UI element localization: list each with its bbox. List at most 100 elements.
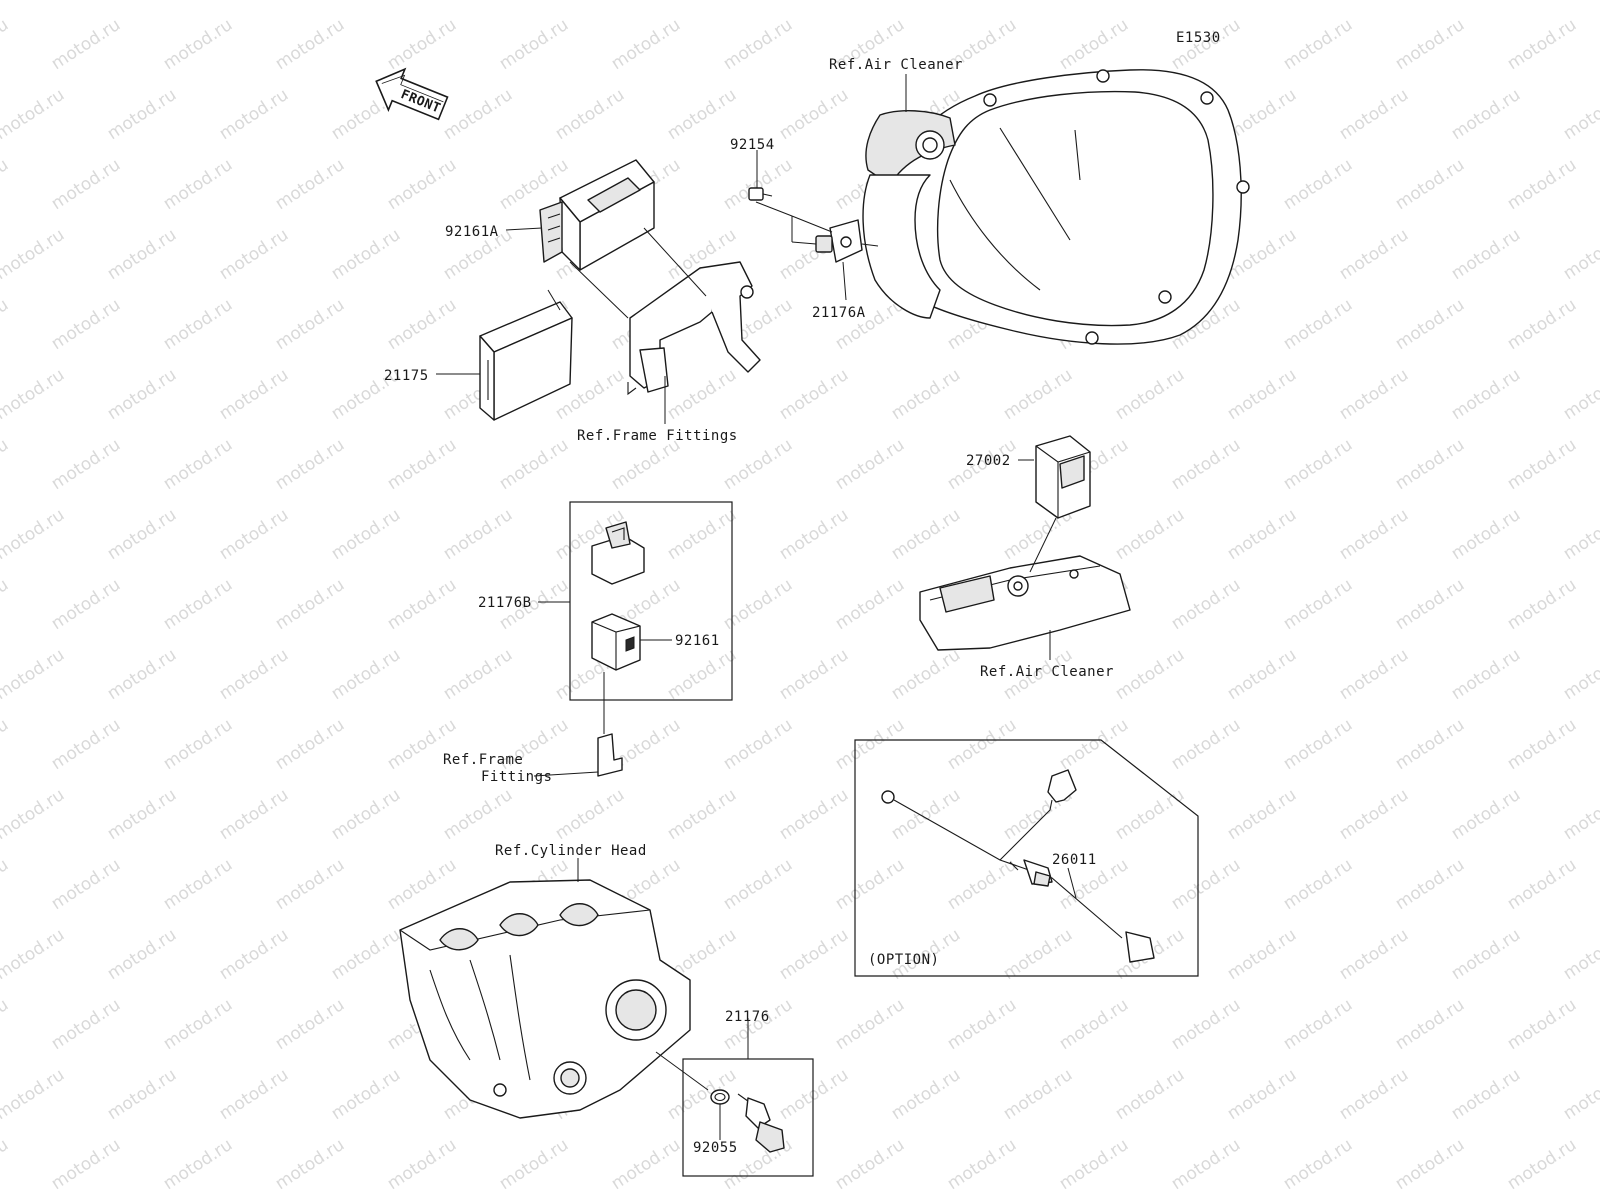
watermark-text: motod.ru (1392, 155, 1468, 214)
watermark-text: motod.ru (608, 1135, 684, 1194)
watermark-text: motod.ru (48, 855, 124, 914)
watermark-text: motod.ru (1280, 855, 1356, 914)
watermark-text: motod.ru (328, 785, 404, 844)
watermark-text: motod.ru (328, 0, 404, 4)
watermark-text: motod.ru (160, 155, 236, 214)
watermark-text: motod.ru (1224, 0, 1300, 4)
watermark-text: motod.ru (1392, 1135, 1468, 1194)
watermark-text: motod.ru (552, 85, 628, 144)
watermark-text: motod.ru (1280, 15, 1356, 74)
watermark-text: motod.ru (104, 0, 180, 4)
detail-box-21176B (569, 501, 733, 701)
label-21176B: 21176B (478, 595, 532, 611)
watermark-text: motod.ru (1392, 995, 1468, 1054)
watermark-text: motod.ru (216, 645, 292, 704)
watermark-text: motod.ru (1112, 1065, 1188, 1124)
watermark-text: motod.ru (888, 365, 964, 424)
watermark-text: motod.ru (1392, 715, 1468, 774)
frame-fitting-clip (597, 733, 623, 777)
label-ref-frame-fittings-mid-1: Ref.Frame (443, 752, 523, 768)
watermark-text: motod.ru (1504, 995, 1580, 1054)
watermark-text: motod.ru (1224, 505, 1300, 564)
watermark-text: motod.ru (1448, 925, 1524, 984)
watermark-text: motod.ru (0, 575, 12, 634)
temp-sensor-21176 (737, 1093, 785, 1153)
watermark-text: motod.ru (328, 225, 404, 284)
label-21175: 21175 (384, 368, 429, 384)
leader-lines (436, 74, 1077, 1140)
watermark-text: motod.ru (440, 85, 516, 144)
cylinder-head (399, 879, 691, 1119)
watermark-text: motod.ru (0, 365, 68, 424)
watermark-text: motod.ru (1392, 15, 1468, 74)
watermark-text: motod.ru (0, 505, 68, 564)
watermark-text: motod.ru (48, 155, 124, 214)
watermark-text: motod.ru (104, 785, 180, 844)
watermark-text: motod.ru (664, 785, 740, 844)
watermark-text: motod.ru (1560, 365, 1600, 424)
watermark-text: motod.ru (776, 785, 852, 844)
watermark-text: motod.ru (944, 855, 1020, 914)
watermark-text: motod.ru (1336, 505, 1412, 564)
watermark-text: motod.ru (888, 1065, 964, 1124)
watermark-text: motod.ru (776, 1065, 852, 1124)
watermark-text: motod.ru (1056, 1135, 1132, 1194)
watermark-text: motod.ru (160, 855, 236, 914)
housing-bolt-holes (983, 69, 1250, 345)
label-92055: 92055 (693, 1140, 738, 1156)
watermark-text: motod.ru (0, 855, 12, 914)
label-21176: 21176 (725, 1009, 770, 1025)
watermark-text: motod.ru (328, 1065, 404, 1124)
watermark-text: motod.ru (496, 435, 572, 494)
watermark-text: motod.ru (1504, 295, 1580, 354)
watermark-text: motod.ru (776, 505, 852, 564)
watermark-text: motod.ru (1280, 435, 1356, 494)
watermark-text: motod.ru (384, 435, 460, 494)
watermark-text: motod.ru (272, 155, 348, 214)
watermark-text: motod.ru (104, 85, 180, 144)
watermark-text: motod.ru (1448, 365, 1524, 424)
watermark-text: motod.ru (216, 0, 292, 4)
watermark-text: motod.ru (384, 295, 460, 354)
screw-92154 (748, 187, 773, 201)
watermark-text: motod.ru (1112, 505, 1188, 564)
watermark-text: motod.ru (384, 155, 460, 214)
watermark-text: motod.ru (832, 715, 908, 774)
watermark-text: motod.ru (1280, 295, 1356, 354)
watermark-text: motod.ru (1336, 1065, 1412, 1124)
watermark-text: motod.ru (1224, 925, 1300, 984)
watermark-text: motod.ru (160, 15, 236, 74)
watermark-text: motod.ru (1056, 715, 1132, 774)
watermark-text: motod.ru (328, 925, 404, 984)
watermark-text: motod.ru (1336, 85, 1412, 144)
label-92154: 92154 (730, 137, 775, 153)
watermark-text: motod.ru (1392, 295, 1468, 354)
watermark-text: motod.ru (440, 505, 516, 564)
watermark-text: motod.ru (48, 1135, 124, 1194)
watermark-text: motod.ru (664, 645, 740, 704)
watermark-text: motod.ru (272, 295, 348, 354)
connector-92161 (591, 613, 641, 671)
watermark-text: motod.ru (104, 645, 180, 704)
watermark-text: motod.ru (0, 995, 12, 1054)
connector-21176B (591, 521, 645, 585)
watermark-text: motod.ru (160, 1135, 236, 1194)
watermark-text: motod.ru (776, 85, 852, 144)
watermark-text: motod.ru (384, 15, 460, 74)
watermark-text: motod.ru (1112, 785, 1188, 844)
watermark-text: motod.ru (1280, 155, 1356, 214)
watermark-text: motod.ru (832, 575, 908, 634)
watermark-text: motod.ru (384, 855, 460, 914)
watermark-text: motod.ru (1560, 505, 1600, 564)
watermark-text: motod.ru (104, 925, 180, 984)
ecu-cover-92161A (539, 159, 655, 271)
watermark-text: motod.ru (776, 645, 852, 704)
watermark-text: motod.ru (272, 435, 348, 494)
label-92161A: 92161A (445, 224, 499, 240)
watermark-text: motod.ru (104, 505, 180, 564)
watermark-text: motod.ru (272, 995, 348, 1054)
ecu-bracket (627, 261, 761, 396)
watermark-text: motod.ru (832, 435, 908, 494)
